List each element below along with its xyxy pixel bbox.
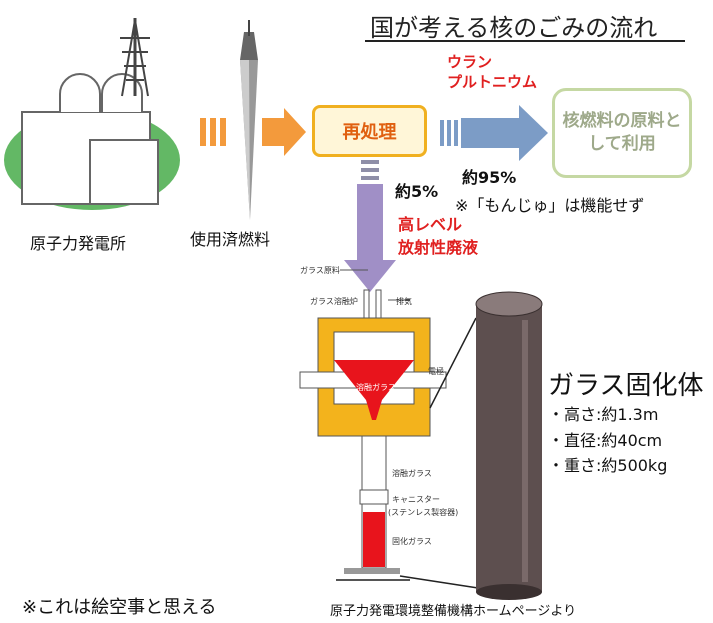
label-melter: ガラス溶融炉 — [310, 297, 358, 306]
spec-diameter: ・直径:約40cm — [548, 430, 663, 450]
diagram-title: 国が考える核のごみの流れ — [370, 14, 658, 42]
uranium-plutonium-label: ウラン プルトニウム — [447, 52, 537, 93]
label-solid-glass: 固化ガラス — [392, 537, 432, 546]
label-molten-glass-in-melter: 溶融ガラス — [356, 383, 396, 392]
label-molten-glass: 溶融ガラス — [392, 469, 432, 478]
vitrification-facility-figure — [299, 269, 479, 589]
percent-5-label: 約5% — [395, 182, 439, 201]
plutonium-text: プルトニウム — [447, 73, 538, 92]
hlw-line1: 高レベル — [398, 215, 463, 234]
power-plant-icon — [4, 18, 180, 210]
label-exhaust: 排気 — [396, 297, 412, 306]
raw-material-line2: して利用 — [588, 134, 656, 154]
monju-note: ※「もんじゅ」は機能せず — [455, 196, 645, 215]
label-canister: キャニスター — [392, 495, 440, 504]
footnote-left: ※これは絵空事と思える — [22, 597, 217, 618]
glass-canister-title: ガラス固化体 — [548, 371, 704, 401]
arrow-to-raw-material — [440, 105, 548, 161]
percent-95-label: 約95% — [462, 168, 517, 187]
glass-canister-icon — [475, 291, 543, 600]
fuel-raw-material-box: 核燃料の原料と して利用 — [552, 88, 692, 178]
uranium-text: ウラン — [447, 53, 493, 71]
raw-material-line1: 核燃料の原料と — [562, 111, 682, 132]
spec-height: ・高さ:約1.3m — [548, 405, 659, 424]
spent-fuel-rod-icon — [240, 20, 258, 220]
spent-fuel-label: 使用済燃料 — [190, 230, 271, 249]
title-underline — [365, 40, 685, 42]
arrow-to-reprocessing — [200, 108, 306, 156]
spec-weight: ・重さ:約500kg — [548, 456, 668, 476]
label-electrode: 電極 — [428, 367, 444, 376]
arrow-to-high-level-waste — [344, 160, 396, 292]
hlw-line2: 放射性廃液 — [398, 238, 479, 258]
source-credit: 原子力発電環境整備機構ホームページより — [330, 604, 577, 619]
power-plant-label: 原子力発電所 — [30, 234, 127, 253]
high-level-waste-label: 高レベル 放射性廃液 — [398, 213, 478, 259]
glass-canister-specs: ・高さ:約1.3m ・直径:約40cm ・重さ:約500kg — [548, 402, 667, 479]
label-glass-material: ガラス原料 — [300, 266, 340, 275]
reprocessing-box: 再処理 — [312, 105, 427, 157]
label-canister-sub: (ステンレス製容器) — [388, 508, 459, 517]
